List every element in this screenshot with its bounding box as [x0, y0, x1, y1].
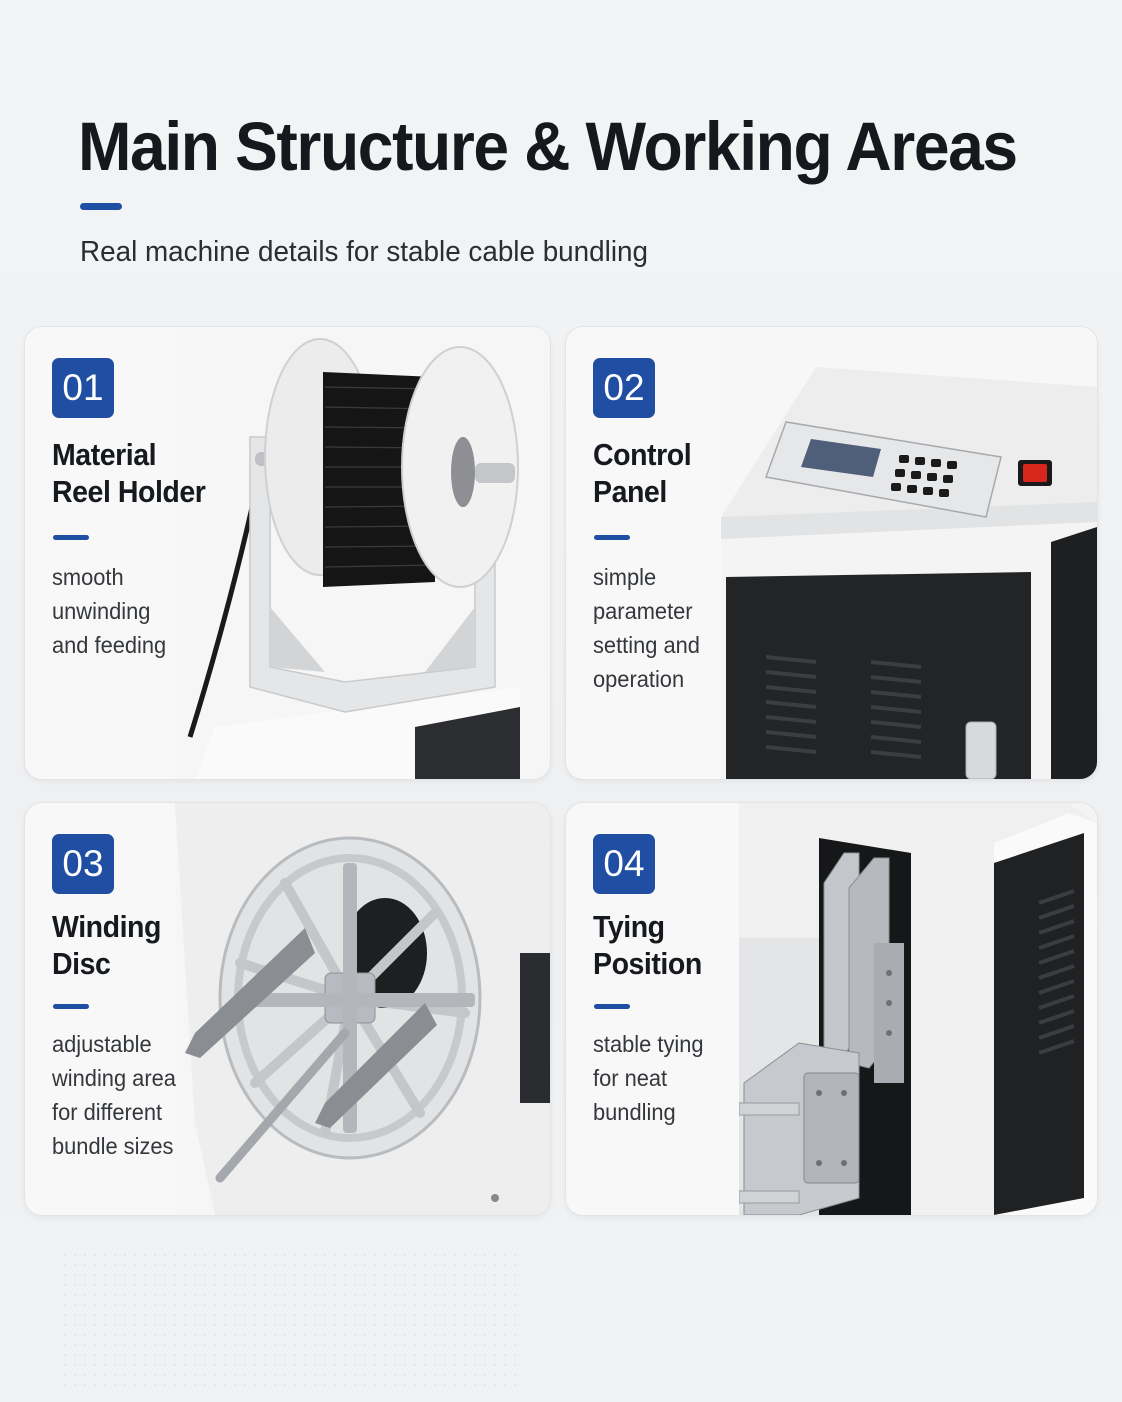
card-description: stable tying for neat bundling — [593, 1031, 704, 1125]
card-title: Tying Position — [593, 909, 702, 981]
control-panel-photo — [721, 327, 1097, 779]
card-description: simple parameter setting and operation — [593, 564, 700, 692]
decorative-dot-pattern — [60, 1250, 520, 1390]
page-title: Main Structure & Working Areas — [78, 108, 1018, 185]
feature-card-winding-disc: 03 Winding Disc adjustable winding area … — [24, 802, 551, 1216]
card-description: adjustable winding area for different bu… — [52, 1031, 176, 1159]
card-number-badge: 04 — [593, 834, 655, 894]
card-number-badge: 01 — [52, 358, 114, 418]
card-accent-bar — [594, 1004, 630, 1009]
card-number-badge: 03 — [52, 834, 114, 894]
page-subtitle: Real machine details for stable cable bu… — [80, 236, 648, 268]
card-number-badge: 02 — [593, 358, 655, 418]
card-accent-bar — [53, 535, 89, 540]
feature-card-reel-holder: 01 Material Reel Holder smooth unwinding… — [24, 326, 551, 780]
winding-disc-photo — [175, 803, 550, 1215]
cable-reel-holder-photo — [175, 327, 550, 779]
card-title: Material Reel Holder — [52, 437, 206, 509]
card-title: Winding Disc — [52, 909, 161, 981]
title-accent-bar — [80, 203, 122, 210]
feature-card-control-panel: 02 Control Panel simple parameter settin… — [565, 326, 1098, 780]
feature-card-tying-position: 04 Tying Position stable tying for neat … — [565, 802, 1098, 1216]
card-accent-bar — [53, 1004, 89, 1009]
card-description: smooth unwinding and feeding — [52, 564, 167, 658]
card-title: Control Panel — [593, 437, 692, 509]
tying-position-photo — [739, 803, 1097, 1215]
card-accent-bar — [594, 535, 630, 540]
